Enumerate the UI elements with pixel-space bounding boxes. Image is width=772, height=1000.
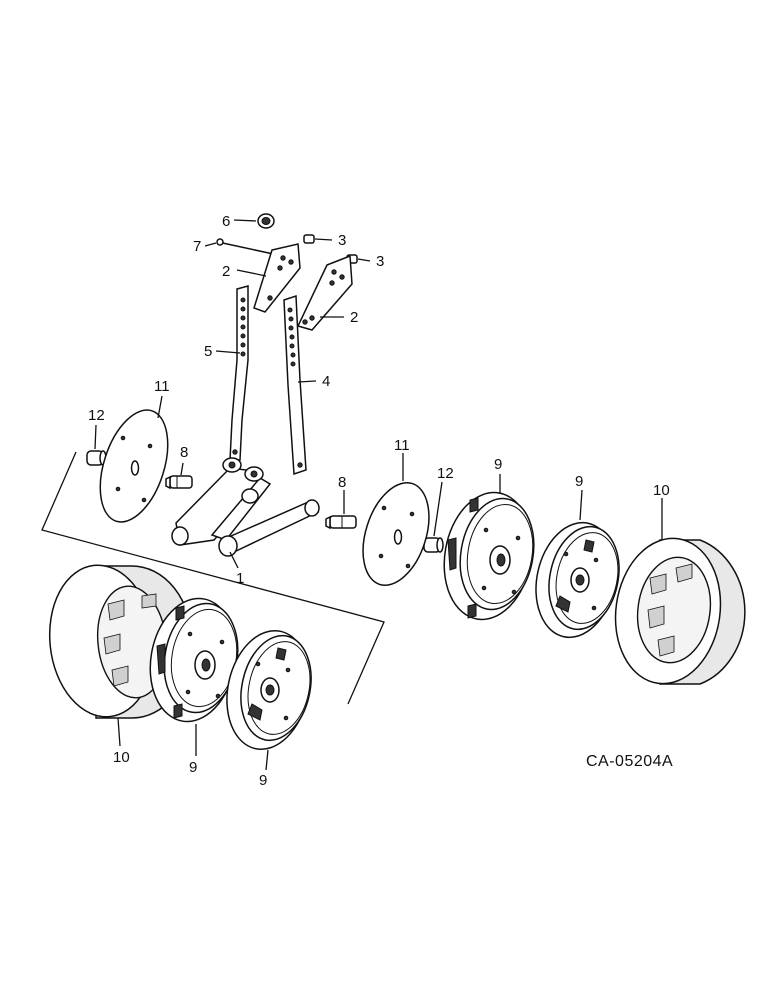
leader-3a [314, 238, 333, 241]
assembly-bracket-line [41, 451, 385, 705]
part-2-plate-right [296, 254, 353, 331]
callout-10a: 10 [653, 482, 670, 499]
part-9-rim-right-1 [443, 491, 535, 621]
callout-3b: 3 [376, 253, 384, 270]
part-10-tire-left [48, 564, 193, 719]
part-1-frame [171, 457, 320, 557]
part-12-spacer-right [423, 537, 444, 553]
part-11-disc-right [362, 481, 430, 587]
figure-code: CA-05204A [586, 753, 673, 770]
callout-12b: 12 [437, 465, 454, 482]
part-8-bolt-right [325, 515, 357, 530]
callout-8a: 8 [180, 444, 188, 461]
leader-12a [94, 424, 97, 450]
part-2-plate-left [253, 243, 301, 313]
part-12-spacer-left [86, 450, 107, 466]
leader-11a [157, 395, 163, 419]
callout-9d: 9 [259, 772, 267, 789]
leader-2a [236, 269, 267, 277]
callout-6: 6 [222, 213, 230, 230]
leader-12b [433, 481, 443, 537]
leader-10b [117, 717, 121, 747]
callout-8b: 8 [338, 474, 346, 491]
callout-11a: 11 [154, 378, 170, 395]
callout-9b: 9 [575, 473, 583, 490]
part-9-rim-left-2 [226, 629, 312, 751]
callout-1: 1 [236, 570, 244, 587]
part-8-bolt-left [165, 475, 193, 490]
part-10-tire-right [614, 537, 746, 685]
leader-9d [265, 749, 269, 771]
callout-4: 4 [322, 373, 330, 390]
part-9-rim-right-2 [535, 521, 620, 639]
part-4-arm-right [283, 294, 307, 476]
callout-7: 7 [193, 238, 201, 255]
callout-2a: 2 [222, 263, 230, 280]
part-6-cap [257, 213, 275, 229]
leader-3b [357, 258, 371, 262]
callout-10b: 10 [113, 749, 130, 766]
callout-11b: 11 [394, 437, 410, 454]
part-7-pin [216, 238, 279, 256]
leader-5 [215, 350, 241, 354]
callout-12a: 12 [88, 407, 105, 424]
leader-7 [204, 242, 217, 247]
leader-1 [229, 551, 239, 569]
leader-6 [233, 219, 257, 222]
callout-5: 5 [204, 343, 212, 360]
callout-2b: 2 [350, 309, 358, 326]
callout-3a: 3 [338, 232, 346, 249]
part-9-rim-left-1 [149, 597, 239, 723]
leader-4 [297, 380, 317, 383]
callout-9c: 9 [189, 759, 197, 776]
part-3-bushing-upper [303, 234, 315, 244]
part-5-arm-left [229, 285, 249, 461]
leader-8a [180, 462, 184, 476]
part-11-disc-left [99, 409, 169, 523]
leader-9b [579, 489, 583, 521]
callout-9a: 9 [494, 456, 502, 473]
